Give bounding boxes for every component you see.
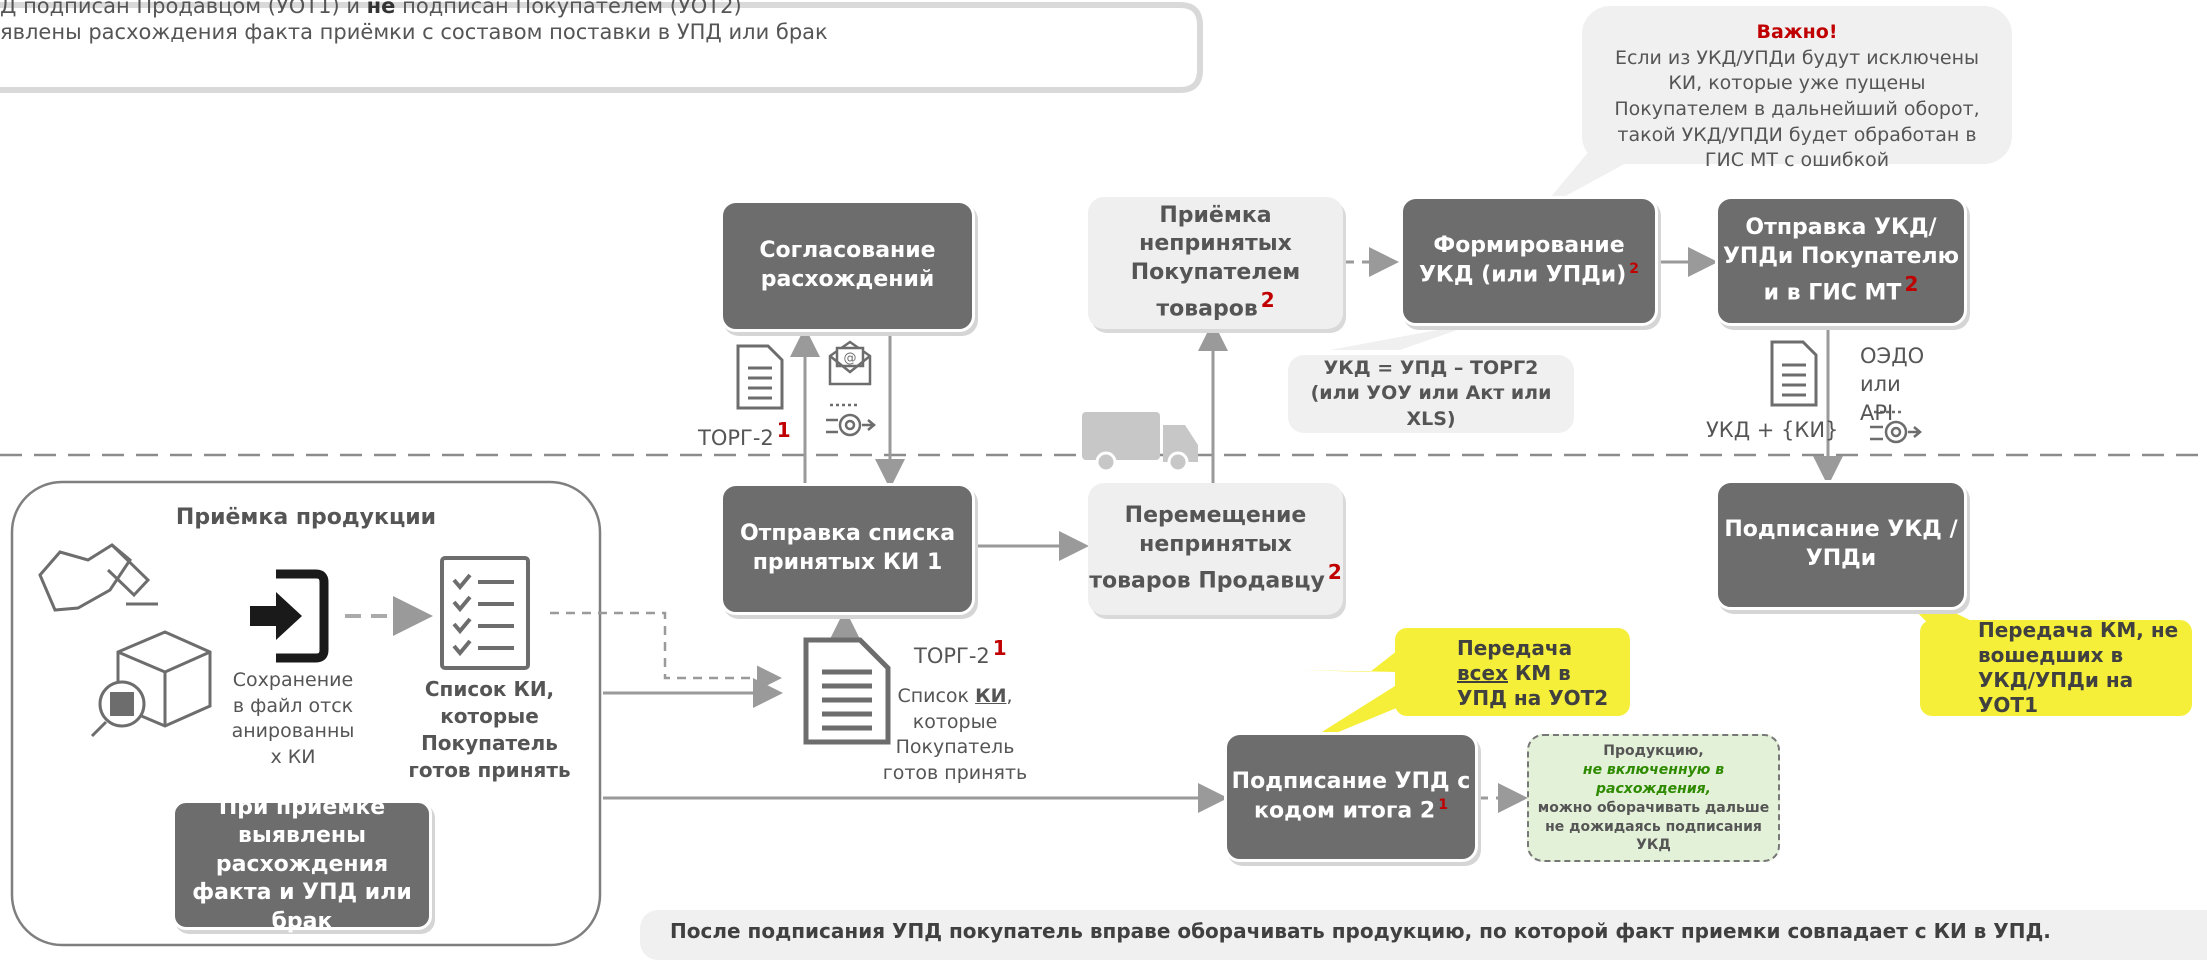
box-soglasovanie[interactable]: Согласование расхождений <box>720 200 975 332</box>
green-note-emph: не включенную в расхождения, <box>1582 761 1725 797</box>
package-icon <box>90 630 212 738</box>
important-title: Важно! <box>1756 21 1838 43</box>
document-icon-list <box>803 637 891 745</box>
footer-note: После подписания УПД покупатель вправе о… <box>640 910 2207 960</box>
gears-icon-right <box>1870 410 1922 444</box>
footnote-marker: 1 <box>1438 797 1448 814</box>
footer-text: После подписания УПД покупатель вправе о… <box>670 919 2051 943</box>
save-login-icon <box>250 569 329 663</box>
scanner-hand-icon <box>38 543 158 612</box>
list-ki-pre: Список <box>897 685 976 707</box>
green-note-line2: можно оборачивать дальше не дожидаясь по… <box>1537 799 1770 854</box>
box-formirovanie-label: Формирование УКД (или УПДи)2 <box>1418 232 1640 288</box>
document-icon-torg2-top <box>736 344 784 410</box>
legend-line-1: Д подписан Продавцом (УОТ1) и не подписа… <box>0 0 742 18</box>
email-icon: @ <box>828 340 872 386</box>
box-otpravka-spiska-label: Отправка списка принятых КИ 1 <box>739 521 956 575</box>
ukd-formula-text: УКД = УПД – ТОРГ2 (или УОУ или Акт или X… <box>1310 356 1552 430</box>
ukd-formula-callout: УКД = УПД – ТОРГ2 (или УОУ или Акт или X… <box>1288 355 1574 433</box>
truck-icon <box>1082 412 1198 473</box>
discrepancy-box: При приёмке выявлены расхождения факта и… <box>172 795 432 934</box>
svg-text:@: @ <box>844 351 857 366</box>
gears-icon-top <box>826 403 876 437</box>
footnote-marker: 2 <box>1904 272 1919 297</box>
box-formirovanie[interactable]: Формирование УКД (или УПДи)2 <box>1400 196 1658 326</box>
footnote-marker: 2 <box>1260 288 1275 313</box>
list-ki-emph: КИ <box>975 685 1007 707</box>
list-ki-label: Список КИ, которые Покупатель готов прин… <box>880 684 1030 787</box>
document-icon-ukd <box>1770 340 1818 407</box>
acceptance-title: Приёмка продукции <box>175 505 437 530</box>
footnote-marker: 1 <box>776 418 791 442</box>
yellow-note-excluded-km: Передача КМ, не вошедших в УКД/УПДи на У… <box>1920 618 2192 717</box>
green-note: Продукцию, не включенную в расхождения, … <box>1527 734 1780 862</box>
yellow-note-all-km-pre: Передача <box>1457 636 1573 660</box>
legend-line-1-bold: не <box>366 0 396 18</box>
box-soglasovanie-label: Согласование расхождений <box>759 238 936 292</box>
important-text: Если из УКД/УПДи будут исключены КИ, кот… <box>1614 46 1980 172</box>
torg2-mid-text: ТОРГ-2 <box>914 644 990 668</box>
legend-line-1-pre: Д подписан Продавцом (УОТ1) и <box>0 0 367 18</box>
important-tail <box>1540 150 1650 210</box>
yellow-note-all-km-underlined: всех <box>1457 661 1508 685</box>
yellow-note-all-km: Передача всех КМ в УПД на УОТ2 <box>1395 628 1630 716</box>
ukd-ki-label: УКД + {КИ} <box>1706 418 1839 442</box>
torg2-top-text: ТОРГ-2 <box>698 426 774 450</box>
formula-tail <box>1330 322 1480 350</box>
legend-line-2: явлены расхождения факта приёмки с соста… <box>0 20 828 44</box>
save-file-label: Сохранение в файл отсканированных КИ <box>231 669 355 768</box>
footnote-marker: 1 <box>992 636 1007 660</box>
acceptance-frame <box>10 480 602 947</box>
yellow-note-all-km-post: КМ в УПД на УОТ2 <box>1457 661 1609 710</box>
footnote-marker: 2 <box>1327 560 1342 585</box>
ki-list-label: Список КИ, которые Покупатель готов прин… <box>408 677 571 782</box>
legend-line-1-post: подписан Покупателем (УОТ2) <box>395 0 742 18</box>
important-callout: Важно! Если из УКД/УПДи будут исключены … <box>1582 6 2012 171</box>
discrepancy-text: При приёмке выявлены расхождения факта и… <box>192 794 412 934</box>
checklist-icon <box>440 556 530 670</box>
yellow-note-excluded-km-text: Передача КМ, не вошедших в УКД/УПДи на У… <box>1978 618 2179 717</box>
green-note-line1: Продукцию, <box>1603 743 1704 759</box>
box-podpisanie-ukd[interactable]: Подписание УКД /УПДи <box>1715 480 1967 610</box>
box-otpravka-spiska[interactable]: Отправка списка принятых КИ 1 <box>720 483 975 615</box>
legend-frame <box>0 2 1203 93</box>
footnote-marker: 2 <box>1629 261 1640 278</box>
oedo-label: ОЭДО или API <box>1860 344 1925 425</box>
list-ki-post: , которые Покупатель готов принять <box>882 685 1028 784</box>
box-podpisanie-ukd-label: Подписание УКД /УПДи <box>1724 517 1958 571</box>
yellow-left-tail <box>1300 650 1400 672</box>
